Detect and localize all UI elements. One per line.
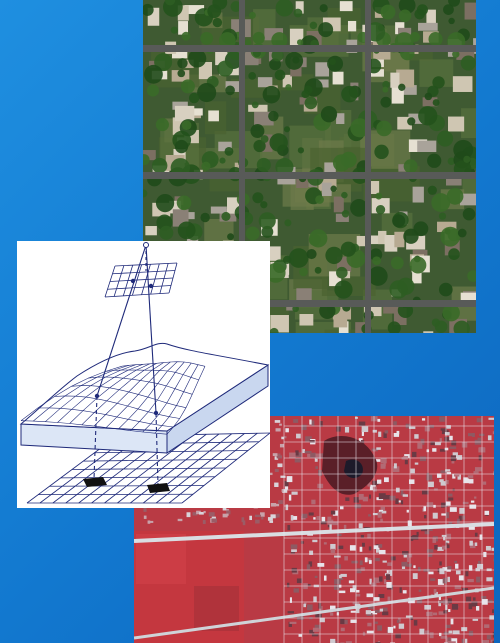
projection-diagram (17, 241, 270, 508)
terrain-surface (19, 342, 270, 454)
sensor-point-left (130, 278, 136, 284)
ground-footprint-left (83, 477, 107, 487)
ray-right-dashed (155, 412, 159, 486)
ray-left (96, 244, 147, 397)
projection-rays (93, 244, 159, 486)
sensor-grid (104, 262, 178, 298)
sensor-point-right (148, 283, 154, 289)
ground-footprint-right (147, 483, 170, 493)
terrain-point-left (94, 393, 100, 399)
ray-right (145, 244, 157, 414)
focal-point (143, 242, 149, 248)
terrain-point-right (153, 410, 159, 416)
